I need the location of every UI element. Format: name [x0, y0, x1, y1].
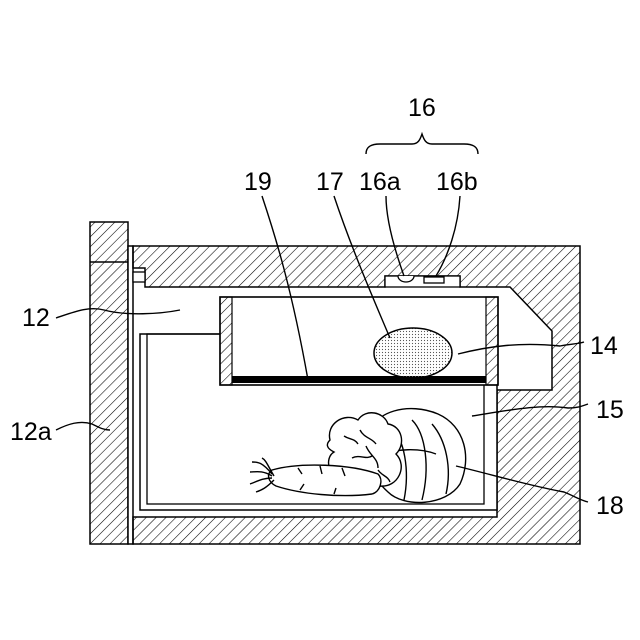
label-12: 12 — [22, 304, 50, 332]
door-wall — [90, 222, 133, 544]
label-18: 18 — [596, 492, 624, 520]
plate — [232, 376, 486, 383]
label-16a: 16a — [359, 168, 401, 196]
label-15: 15 — [596, 396, 624, 424]
upper-tray — [220, 297, 498, 385]
label-16: 16 — [408, 94, 436, 122]
sensor-unit — [385, 276, 460, 287]
label-16b: 16b — [436, 168, 478, 196]
label-12a: 12a — [10, 418, 52, 446]
label-17: 17 — [316, 168, 344, 196]
label-19: 19 — [244, 168, 272, 196]
food-item-ellipse — [374, 328, 452, 378]
label-14: 14 — [590, 332, 618, 360]
